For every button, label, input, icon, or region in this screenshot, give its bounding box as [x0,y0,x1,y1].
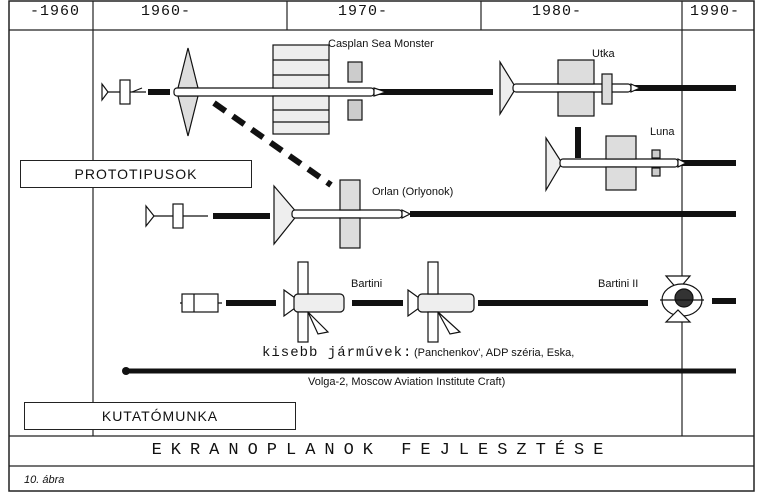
craft-label-bartini: Bartini [351,278,383,290]
aircraft-icon-caspian [173,44,388,137]
figure-caption: 10. ábra [24,474,65,486]
section-label-research: KUTATÓMUNKA [24,402,296,430]
craft-label-orlan: Orlan (Orlyonok) [372,186,454,198]
small-vehicles-list-1: (Panchenkov', ADP széria, Eska, [414,347,575,359]
era-label-1960s: 1960- [141,3,192,20]
era-label-1970s: 1970- [338,3,389,20]
era-label-pre-1960: -1960 [30,3,81,20]
aircraft-icon-early-2 [145,203,208,229]
aircraft-icon-orlan [273,179,412,249]
small-vehicles-list-2: Volga-2, Moscow Aviation Institute Craft… [308,376,506,388]
section-label-prototypes: PROTOTIPUSOK [20,160,252,188]
aircraft-icon-early-3 [180,293,222,313]
era-label-1990s: 1990- [690,3,741,20]
aircraft-icon-luna [545,135,688,193]
diagram-frame: -1960 1960- 1970- 1980- 1990- Casplan Se… [8,0,756,492]
diagram-title: EKRANOPLANOK FEJLESZTÉSE [151,441,613,460]
aircraft-icon-bartini-1 [283,261,345,343]
craft-label-bartini-ii: Bartini II [598,278,639,290]
aircraft-icon-utka [499,59,642,117]
aircraft-icon-bartini-2 [407,261,475,343]
craft-label-caspian: Casplan Sea Monster [328,38,434,50]
aircraft-icon-early-1 [101,79,146,105]
small-vehicles-heading: kisebb járművek: [262,345,413,361]
aircraft-icon-bartini-ii [660,275,704,323]
era-label-1980s: 1980- [532,3,583,20]
craft-label-utka: Utka [592,48,615,60]
diagram-lines [8,0,755,492]
craft-label-luna: Luna [650,126,675,138]
